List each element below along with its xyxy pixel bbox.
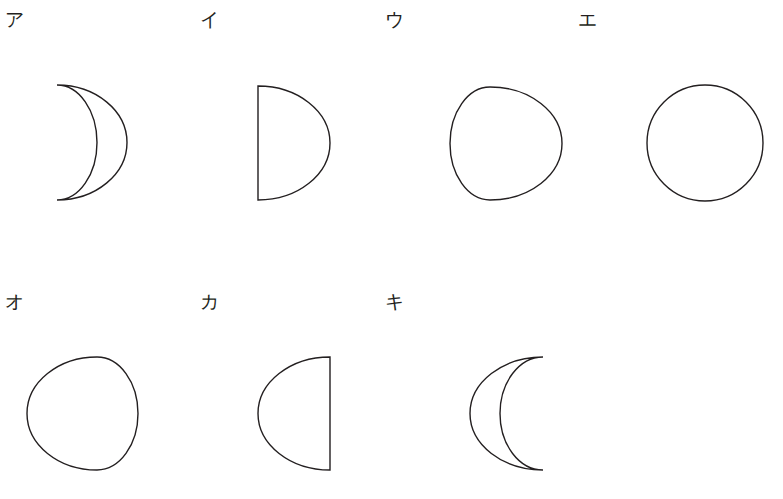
crescent-moon [470,357,543,470]
option-letter: イ [200,8,219,31]
option-letter: ア [5,8,24,31]
gibbous-moon [27,357,138,470]
option-letter: ウ [385,8,404,31]
half-moon [258,357,330,470]
option-letter: オ [5,290,24,313]
crescent-moon [57,85,127,200]
gibbous-moon [450,87,562,200]
option-letter: カ [200,290,219,313]
option-letter: キ [385,290,404,313]
full-moon [647,85,763,201]
half-moon [258,86,330,200]
option-letter: エ [578,8,597,31]
